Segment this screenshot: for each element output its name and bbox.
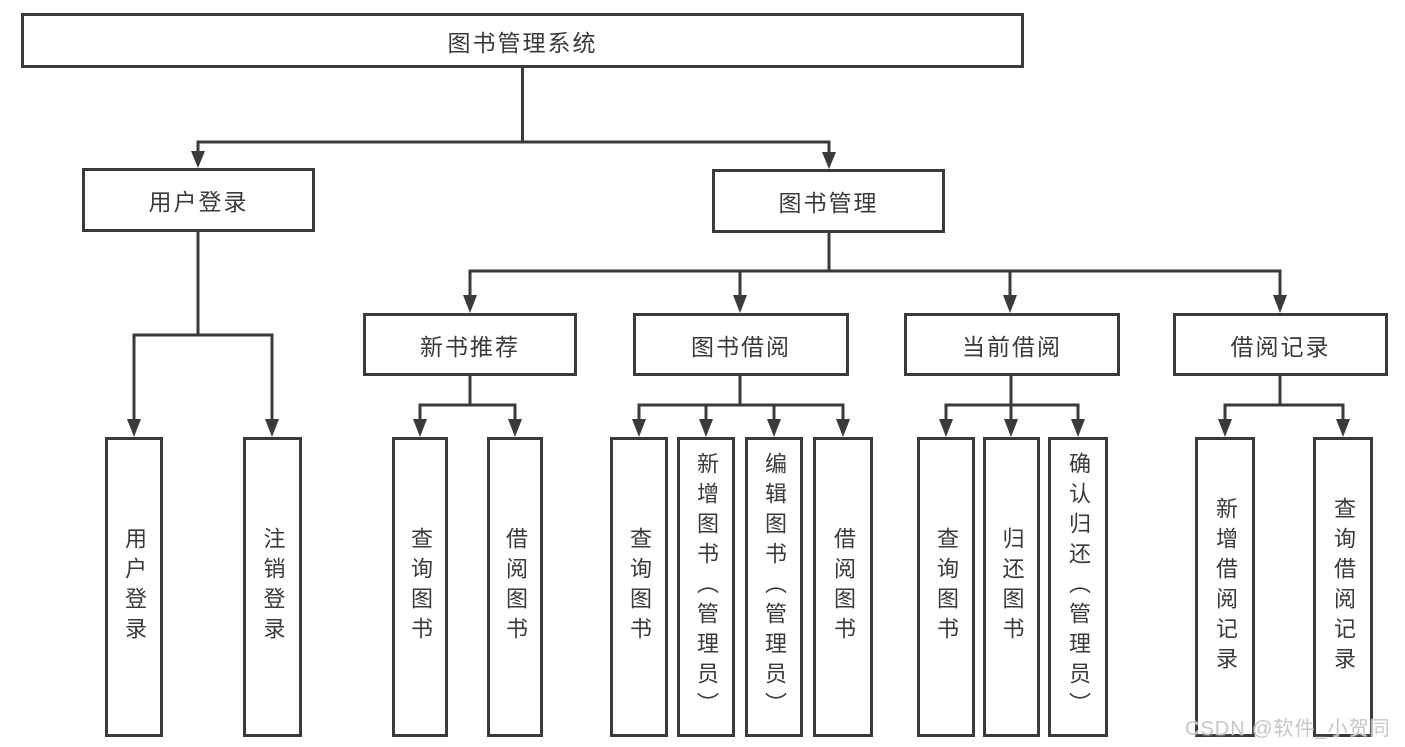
leaf-borrow-book: 借阅图书 (813, 437, 873, 737)
leaf-confirm-return-admin: 确认归还（管理员） (1048, 437, 1108, 737)
node-user-login: 用户登录 (82, 168, 315, 232)
leaf-return-book: 归还图书 (983, 437, 1040, 737)
node-borrowing-records: 借阅记录 (1173, 313, 1388, 376)
leaf-edit-book-admin: 编辑图书（管理员） (745, 437, 803, 737)
node-root-system: 图书管理系统 (21, 13, 1024, 68)
node-current-borrowing: 当前借阅 (904, 313, 1120, 376)
leaf-borrow-book-recommend: 借阅图书 (487, 437, 543, 737)
leaf-query-borrow-record: 查询借阅记录 (1313, 437, 1373, 737)
node-book-borrowing: 图书借阅 (633, 313, 849, 376)
leaf-add-book-admin: 新增图书（管理员） (677, 437, 735, 737)
csdn-watermark: CSDN @软件_小贺同学 (1185, 718, 1391, 740)
node-new-book-recommend: 新书推荐 (363, 313, 577, 376)
leaf-query-book-current: 查询图书 (917, 437, 975, 737)
leaf-user-login: 用户登录 (105, 437, 163, 737)
node-book-management: 图书管理 (712, 169, 945, 233)
leaf-logout: 注销登录 (243, 437, 302, 737)
leaf-query-book-recommend: 查询图书 (392, 437, 448, 737)
leaf-query-book-borrowing: 查询图书 (610, 437, 668, 737)
leaf-add-borrow-record: 新增借阅记录 (1195, 437, 1255, 737)
